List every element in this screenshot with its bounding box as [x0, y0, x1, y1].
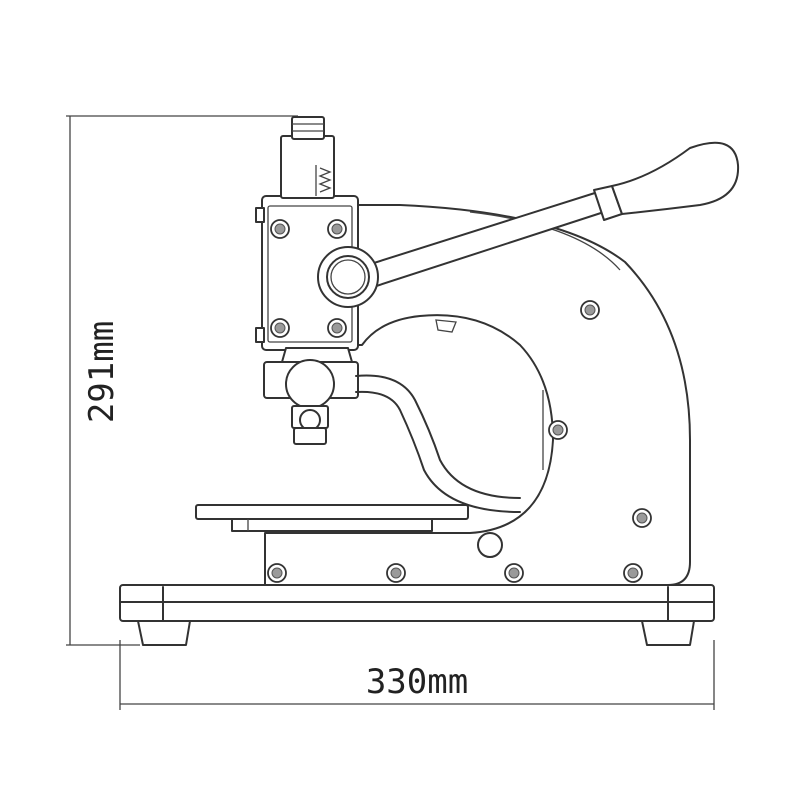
machine-base [119, 584, 715, 646]
frame-screws [267, 219, 652, 583]
heating-head [263, 347, 359, 445]
width-dimension [119, 640, 715, 710]
screw [580, 300, 600, 320]
screw [632, 508, 652, 528]
screw [504, 563, 524, 583]
screw [270, 318, 290, 338]
c-frame-body [262, 204, 691, 586]
screw [327, 318, 347, 338]
height-label: 291mm [82, 321, 122, 423]
screw [386, 563, 406, 583]
screw [327, 219, 347, 239]
screw [267, 563, 287, 583]
screw [623, 563, 643, 583]
height-dimension [66, 115, 298, 646]
screw [548, 420, 568, 440]
heater-cable [355, 374, 521, 513]
pivot-hub [317, 246, 379, 308]
screw [270, 219, 290, 239]
top-cylinder [280, 116, 335, 199]
width-label: 330mm [366, 662, 468, 702]
work-table [195, 504, 469, 532]
